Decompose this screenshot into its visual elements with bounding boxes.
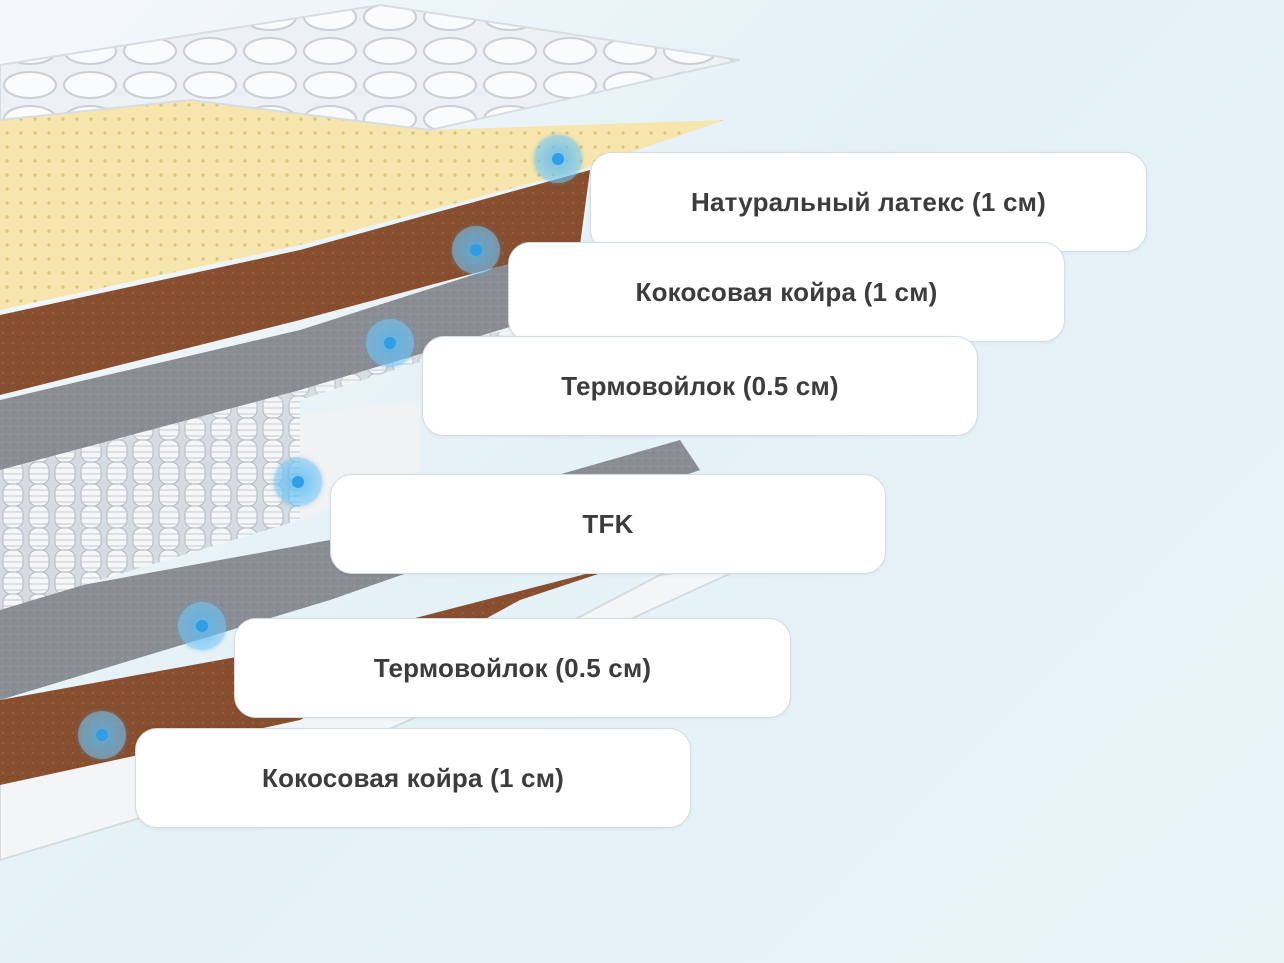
layer-label-3[interactable]: Термовойлок (0.5 см) [422, 336, 978, 436]
layer-label-1[interactable]: Натуральный латекс (1 см) [590, 152, 1147, 252]
layer-marker-3[interactable] [366, 319, 414, 367]
layer-marker-2[interactable] [452, 226, 500, 274]
layer-marker-5[interactable] [178, 602, 226, 650]
layer-label-4-text: TFK [582, 509, 633, 540]
layer-label-1-text: Натуральный латекс (1 см) [691, 187, 1046, 218]
layer-label-5[interactable]: Термовойлок (0.5 см) [234, 618, 791, 718]
layer-label-2[interactable]: Кокосовая койра (1 см) [508, 242, 1065, 342]
layer-label-3-text: Термовойлок (0.5 см) [561, 371, 839, 402]
layer-marker-6[interactable] [78, 711, 126, 759]
layer-label-2-text: Кокосовая койра (1 см) [636, 277, 938, 308]
layer-marker-4[interactable] [274, 458, 322, 506]
layer-label-6[interactable]: Кокосовая койра (1 см) [135, 728, 691, 828]
layer-marker-1[interactable] [534, 135, 582, 183]
layer-label-6-text: Кокосовая койра (1 см) [262, 763, 564, 794]
layer-label-4[interactable]: TFK [330, 474, 886, 574]
layer-label-5-text: Термовойлок (0.5 см) [374, 653, 652, 684]
